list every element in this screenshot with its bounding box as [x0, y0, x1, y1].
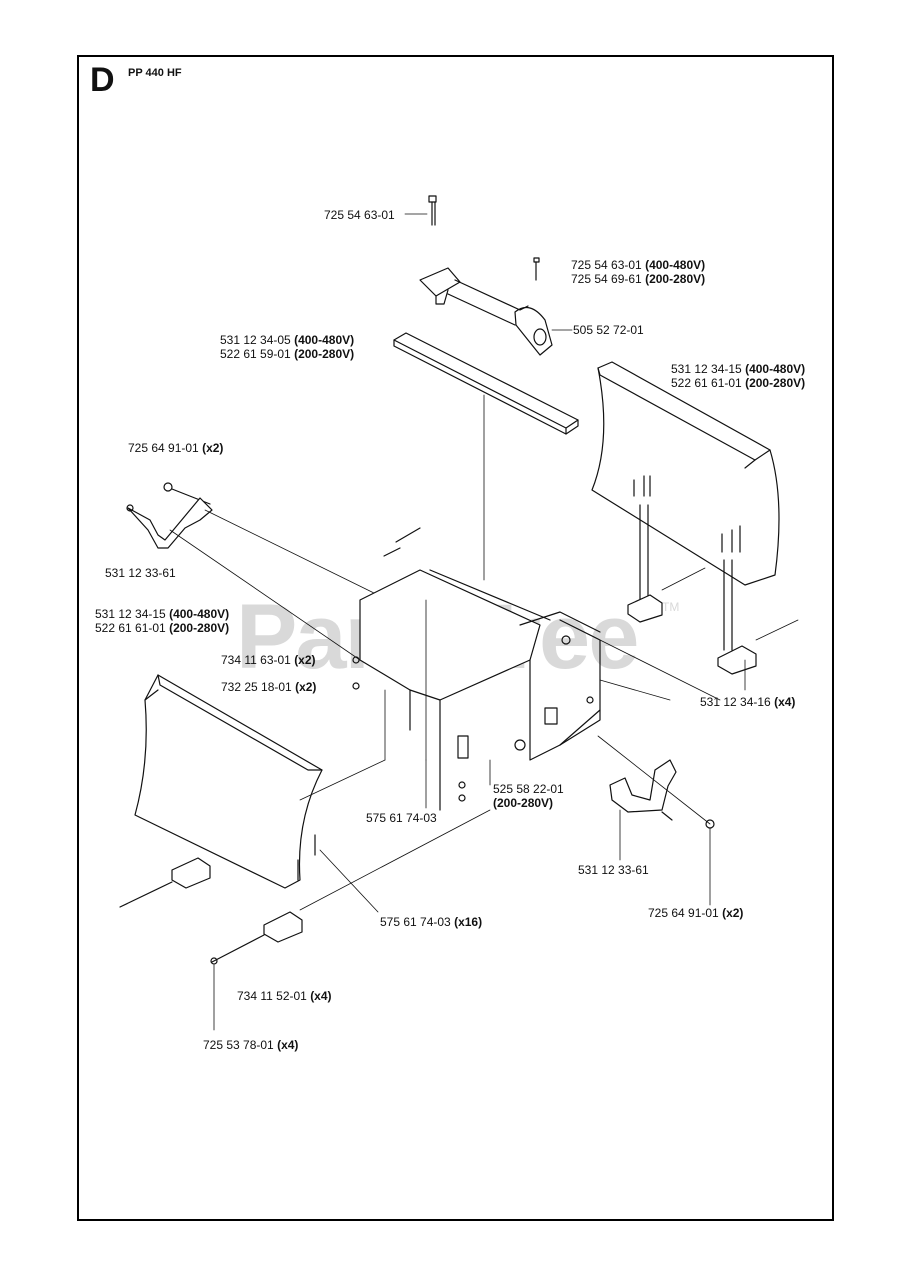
part-label: 725 54 63-01 (400-480V) 725 54 69-61 (20…: [571, 258, 706, 286]
watermark-trademark: TM: [662, 600, 680, 614]
part-label: 531 12 34-15 (400-480V) 522 61 61-01 (20…: [95, 607, 230, 635]
part-label: 531 12 33-61: [105, 566, 176, 580]
part-label: 525 58 22-01 (200-280V): [493, 782, 564, 810]
part-label: 531 12 34-15 (400-480V) 522 61 61-01 (20…: [671, 362, 806, 390]
leader-line: [599, 679, 671, 701]
washer-part: [352, 656, 360, 664]
part-label: 575 61 74-03: [366, 811, 437, 825]
leader-line: [169, 529, 361, 661]
small-bolt-part: [533, 257, 540, 281]
leader-line: [299, 759, 386, 801]
left-handle-part: [126, 497, 213, 549]
part-label: 575 61 74-03 (x16): [380, 915, 483, 929]
left-lower-brackets: [119, 857, 303, 965]
right-side-panel-part: [591, 361, 780, 586]
part-label: 725 64 91-01 (x2): [648, 906, 744, 920]
part-label: 734 11 52-01 (x4): [237, 989, 332, 1003]
part-label: 531 12 33-61: [578, 863, 649, 877]
model-name: PP 440 HF: [128, 67, 182, 79]
leader-line: [299, 809, 491, 911]
leader-line: [204, 509, 379, 596]
main-frame-part: [359, 527, 601, 811]
part-label: 725 64 91-01 (x2): [128, 441, 224, 455]
leader-line: [319, 849, 379, 913]
section-letter: D: [90, 61, 115, 99]
part-label: 725 54 63-01: [324, 208, 395, 222]
diagram-frame: [77, 55, 834, 1221]
top-bolt-part: [428, 195, 437, 226]
right-panel-legs: [627, 504, 799, 675]
part-label: 725 53 78-01 (x4): [203, 1038, 299, 1052]
part-label: 734 11 63-01 (x2): [221, 653, 316, 667]
left-side-panel-part: [134, 674, 323, 889]
top-handle-part: [419, 267, 553, 356]
part-label: 732 25 18-01 (x2): [221, 680, 317, 694]
top-rail-bar-part: [393, 332, 579, 435]
part-label: 531 12 34-05 (400-480V) 522 61 59-01 (20…: [220, 333, 355, 361]
leader-line: [599, 639, 721, 701]
part-label: 505 52 72-01: [573, 323, 644, 337]
part-label: 531 12 34-16 (x4): [700, 695, 796, 709]
right-lower-handle-part: [597, 735, 715, 829]
nut-part: [352, 682, 360, 690]
